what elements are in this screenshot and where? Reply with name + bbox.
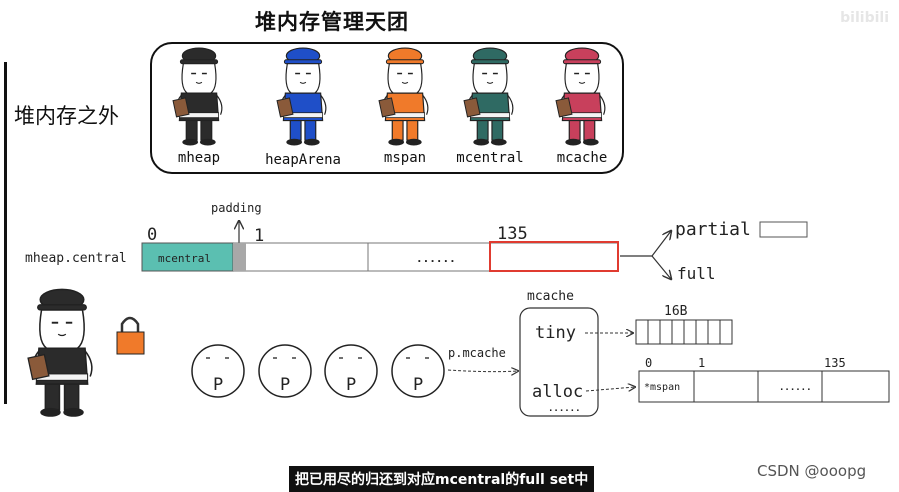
index-1-label: 1 [254, 226, 264, 246]
mheap-character-large [27, 288, 145, 417]
team-label-mcentral: mcentral [456, 150, 524, 166]
subtitle-caption: 把已用尽的归还到对应mcentral的full set中 [289, 466, 595, 492]
tiny-cell [719, 319, 733, 345]
partial-set-box [759, 221, 808, 238]
tiny-cell [707, 319, 721, 345]
mcentral-cell [141, 242, 234, 272]
processor-letter: P [213, 375, 223, 395]
full-arrow [651, 255, 671, 279]
processor-1: P [191, 344, 245, 398]
p-mcache-label: p.mcache [448, 346, 506, 360]
lock-icon [116, 316, 145, 355]
left-divider [4, 62, 7, 404]
full-label: full [677, 264, 716, 283]
tiny-label: tiny [535, 323, 576, 343]
mcache-box [519, 307, 599, 417]
mcache-dots: ...... [548, 404, 581, 414]
alloc-arrow [585, 387, 635, 391]
tiny-cell [647, 319, 661, 345]
processor-3: P [324, 344, 378, 398]
team-label-mspan: mspan [383, 150, 427, 166]
tiny-cell [659, 319, 673, 345]
p-mcache-arrow [447, 370, 518, 372]
tiny-cell [683, 319, 697, 345]
tiny-cell [695, 319, 709, 345]
team-panel [150, 42, 624, 174]
team-character-mheap [172, 47, 223, 146]
watermark-logo: bilibili [840, 10, 889, 26]
team-label-mheap: mheap [177, 150, 221, 166]
team-label-mcache: mcache [556, 150, 608, 166]
tiny-size-label: 16B [664, 304, 688, 319]
partial-label: partial [675, 219, 751, 240]
team-character-mspan [378, 47, 429, 146]
tiny-cell [671, 319, 685, 345]
side-label: 堆内存之外 [14, 104, 119, 128]
partial-arrow [620, 231, 671, 257]
team-character-mcache [555, 47, 606, 146]
tiny-block [635, 319, 733, 345]
alloc-index-0: 0 [645, 356, 652, 370]
diagram-title: 堆内存管理天团 [255, 9, 409, 34]
processor-letter: P [346, 375, 356, 395]
padding-label: padding [211, 201, 262, 215]
highlighted-cell-135 [489, 241, 619, 272]
alloc-array [638, 370, 890, 403]
mheap-character-body [27, 288, 93, 417]
processor-letter: P [280, 375, 290, 395]
team-label-heapArena: heapArena [265, 152, 341, 168]
processor-letter: P [413, 375, 423, 395]
alloc-first-cell: *mspan [644, 382, 680, 393]
alloc-dots: ...... [779, 383, 812, 393]
padding-cell [233, 243, 246, 271]
processor-2: P [258, 344, 312, 398]
mheap-central-label: mheap.central [25, 251, 127, 266]
alloc-label: alloc [532, 382, 583, 402]
index-135-label: 135 [497, 224, 528, 244]
mcentral-cell-label: mcentral [158, 252, 211, 265]
team-character-heapArena [276, 47, 327, 146]
index-0-label: 0 [147, 225, 157, 245]
processor-4: P [391, 344, 445, 398]
mcache-title: mcache [527, 289, 574, 304]
alloc-index-135: 135 [824, 356, 846, 370]
tiny-cell [635, 319, 649, 345]
team-character-mcentral [463, 47, 514, 146]
central-dots: ...... [416, 252, 456, 265]
credit-text: CSDN @ooopg [757, 462, 867, 480]
alloc-index-1: 1 [698, 356, 705, 370]
